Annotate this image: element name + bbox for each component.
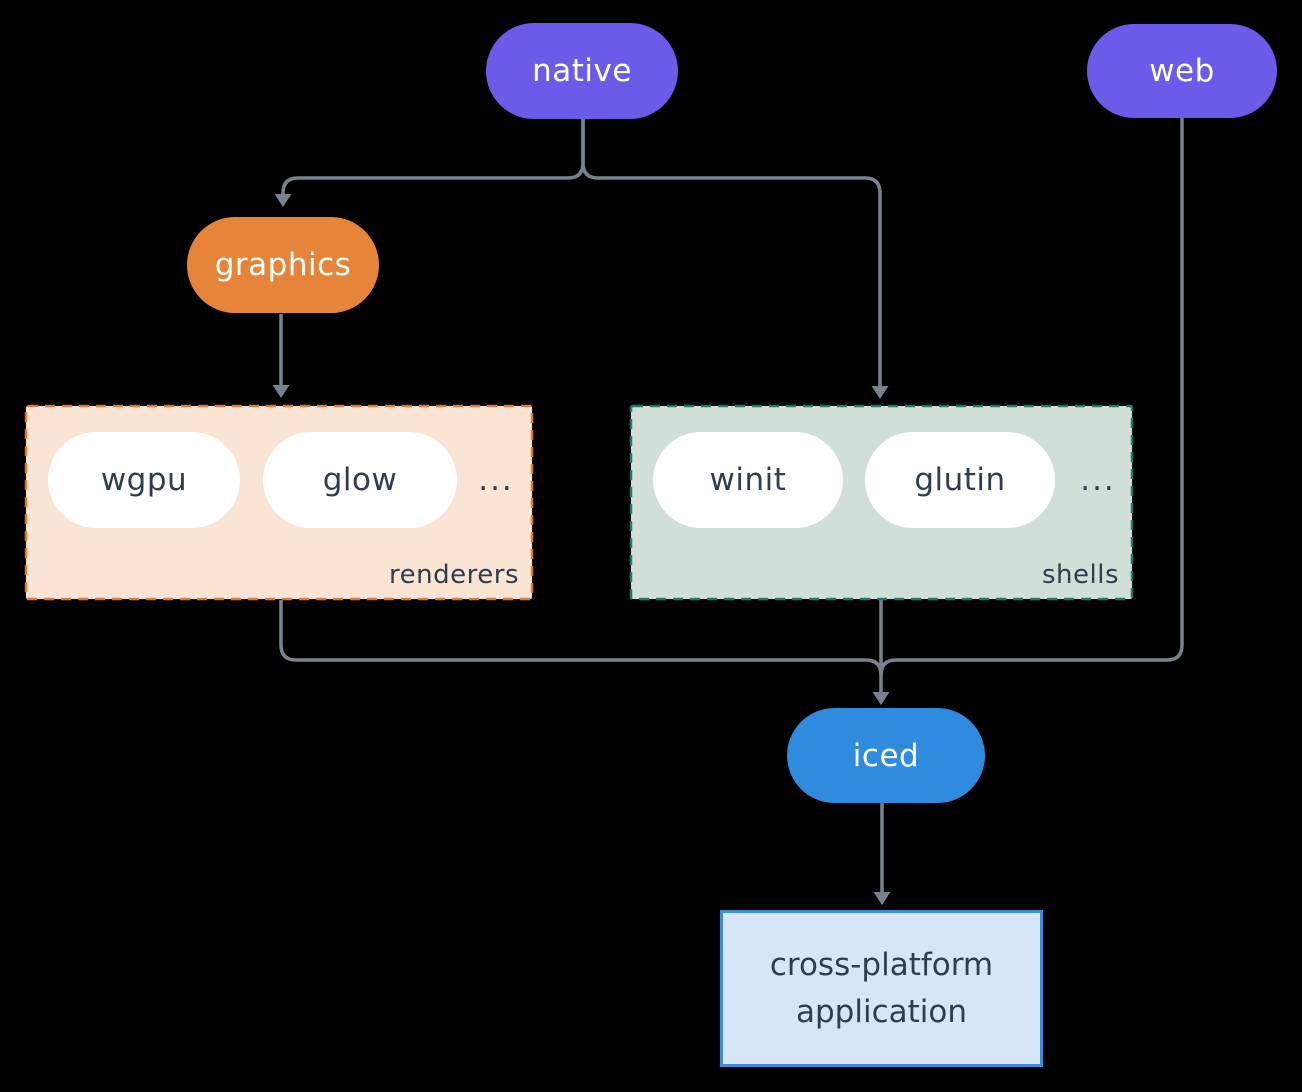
renderers-ellipsis: ... [478, 462, 514, 498]
arrowhead-shells [871, 386, 889, 399]
arrowhead-graphics [274, 194, 292, 207]
arrowhead-iced [872, 692, 890, 705]
edge-renderers-junction [279, 600, 883, 676]
node-glutin: glutin [865, 432, 1055, 528]
node-glow: glow [263, 432, 457, 528]
renderers-group-label: renderers [389, 560, 519, 590]
edge-native-graphics [281, 119, 585, 195]
node-native: native [486, 23, 678, 119]
node-cross-platform-application: cross-platform application [720, 910, 1043, 1067]
app-label-line2: application [796, 993, 967, 1030]
node-web: web [1087, 24, 1277, 118]
arrowhead-renderers [272, 385, 290, 398]
node-iced: iced [787, 708, 985, 803]
node-graphics: graphics [187, 217, 379, 313]
arrowhead-app [873, 892, 891, 905]
shells-ellipsis: ... [1080, 462, 1116, 498]
node-wgpu: wgpu [48, 432, 240, 528]
group-renderers: wgpu glow ... renderers [25, 405, 533, 600]
edge-native-shells [581, 119, 882, 386]
group-shells: winit glutin ... shells [630, 405, 1133, 600]
shells-group-label: shells [1041, 560, 1119, 590]
node-winit: winit [653, 432, 843, 528]
app-label-line1: cross-platform [769, 947, 994, 983]
